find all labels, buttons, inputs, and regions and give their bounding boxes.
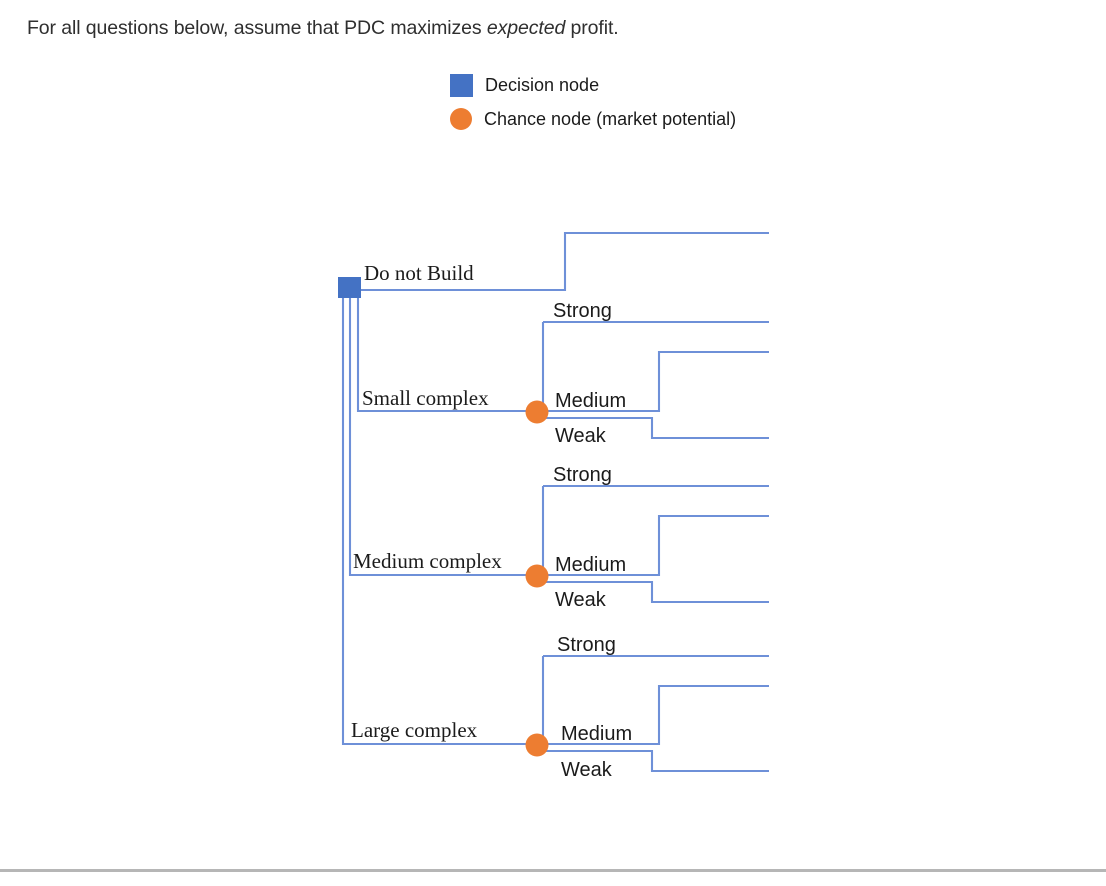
legend-label-decision-node: Decision node <box>485 74 600 95</box>
intro-statement: For all questions below, assume that PDC… <box>27 17 619 40</box>
bottom-divider <box>0 869 1106 872</box>
outcome-path-medium-medium <box>536 514 769 577</box>
intro-text-after: profit. <box>565 17 619 39</box>
legend-label-chance-node: Chance node (market potential) <box>484 108 737 129</box>
outcome-path-large-medium <box>536 684 769 746</box>
outcome-label-large-medium: Medium <box>561 723 632 745</box>
outcome-path-large-weak <box>536 749 769 773</box>
branch-path-small-complex <box>356 297 536 413</box>
decision-tree-figure: Do not Build Small complex Medium comple… <box>0 200 1106 820</box>
outcome-label-medium-medium: Medium <box>555 554 626 576</box>
legend-item-chance-node: Chance node (market potential) <box>450 102 736 136</box>
branch-path-large-complex <box>341 297 536 746</box>
outcome-label-large-strong: Strong <box>557 634 616 656</box>
branch-path-do-not-build <box>360 231 769 292</box>
branch-label-large-complex: Large complex <box>351 718 478 742</box>
legend-item-decision-node: Decision node <box>450 68 736 102</box>
branch-label-medium-complex: Medium complex <box>353 549 502 573</box>
outcome-path-small-weak <box>536 416 769 440</box>
branch-path-medium-complex <box>348 297 536 577</box>
intro-emphasis-word: expected <box>486 17 566 39</box>
outcome-label-medium-weak: Weak <box>555 589 607 611</box>
outcome-label-small-weak: Weak <box>555 425 607 447</box>
legend: Decision node Chance node (market potent… <box>450 68 736 136</box>
chance-node-large-complex[interactable] <box>525 733 549 757</box>
outcome-path-small-medium <box>536 350 769 413</box>
branch-label-do-not-build: Do not Build <box>364 261 474 285</box>
chance-node-circle-icon <box>450 108 472 130</box>
decision-tree-svg: Do not Build Small complex Medium comple… <box>338 231 769 781</box>
chance-node-small-complex[interactable] <box>525 400 549 424</box>
outcome-label-small-strong: Strong <box>553 300 612 322</box>
decision-node[interactable] <box>338 277 361 298</box>
decision-node-square-icon <box>450 73 473 97</box>
outcome-label-large-weak: Weak <box>561 759 613 781</box>
branch-label-small-complex: Small complex <box>362 386 489 410</box>
intro-text-before: For all questions below, assume that PDC… <box>27 17 487 39</box>
outcome-label-medium-strong: Strong <box>553 464 612 486</box>
chance-node-medium-complex[interactable] <box>525 564 549 588</box>
outcome-path-medium-weak <box>536 580 769 604</box>
outcome-label-small-medium: Medium <box>555 390 626 412</box>
